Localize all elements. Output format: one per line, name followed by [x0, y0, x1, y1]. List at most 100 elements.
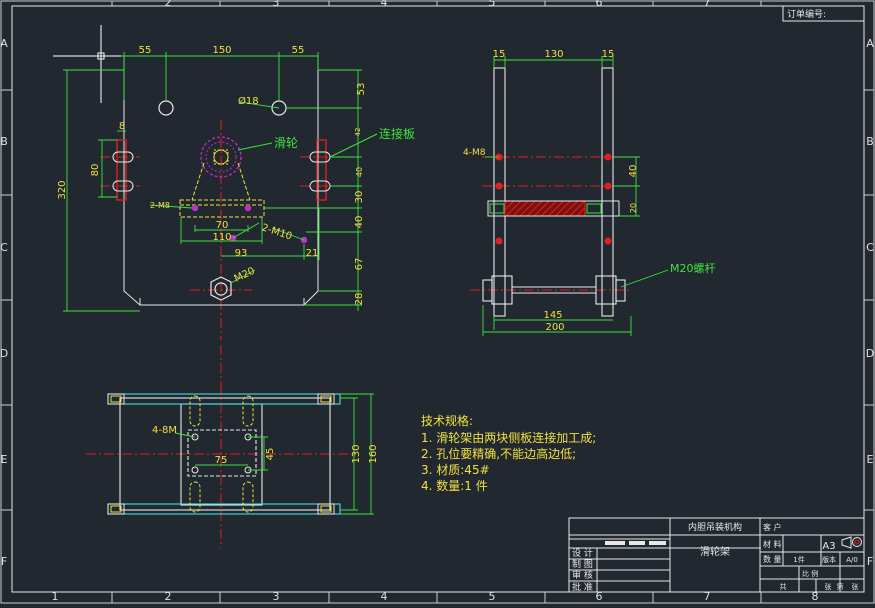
col-mark-top: 7	[704, 0, 711, 9]
top-dimensions	[174, 393, 374, 515]
col-mark: 3	[273, 590, 280, 603]
dim-top-130: 130	[351, 444, 362, 463]
top-corner-blocks	[107, 393, 335, 515]
title-product: 内胆吊装机构	[688, 521, 742, 533]
pulley-wheel	[200, 136, 242, 178]
front-view: 55 150 55 53 Ø18 8 80 42 40 30 40 67 28 …	[57, 45, 415, 385]
dim-21: 21	[306, 248, 319, 259]
dim-top-45: 45	[265, 448, 276, 461]
row-mark-right: C	[866, 241, 874, 254]
order-number-box: 订单编号:	[782, 5, 865, 22]
dim-30: 30	[354, 191, 365, 204]
title-scale-label: 比 例	[802, 569, 818, 578]
front-labels: 滑轮 连接板	[274, 126, 415, 150]
dim-67: 67	[354, 258, 365, 271]
row-mark-right: F	[867, 555, 873, 568]
dim-side-200: 200	[545, 322, 564, 333]
sign-row-design: 设 计	[572, 547, 593, 559]
title-version-value: A/0	[846, 556, 858, 564]
dim-40b: 40	[354, 216, 365, 229]
front-dimensions	[63, 52, 362, 312]
title-qty-label: 数 量	[763, 554, 782, 564]
title-block: 内胆吊装机构 客 户 材 料 A3 滑轮架 数 量 1件 版本 A/0 设 计 …	[568, 517, 865, 593]
side-dimensions	[482, 56, 669, 336]
note-item: 4. 数量:1 件	[421, 478, 488, 493]
dim-110: 110	[212, 232, 231, 243]
dim-93: 93	[235, 248, 248, 259]
col-mark: 6	[596, 590, 603, 603]
dim-320: 320	[57, 180, 68, 199]
dim-55-left: 55	[139, 45, 152, 56]
dim-side-15a: 15	[493, 49, 506, 60]
dim-70: 70	[216, 220, 229, 231]
side-dim-text: 15 130 15 4-M8 40 20 145 200	[463, 49, 639, 333]
sign-row-review: 审 核	[572, 569, 593, 581]
dim-28: 28	[354, 293, 365, 306]
sign-row-approve: 批 准	[572, 581, 593, 593]
row-mark: F	[1, 555, 7, 568]
front-holes	[158, 100, 287, 116]
dim-53: 53	[356, 83, 367, 96]
title-page-label: 第	[837, 582, 844, 591]
col-mark: 1	[52, 590, 59, 603]
dim-top-4-8m: 4-8M	[152, 425, 177, 436]
top-view: 4-8M 45 75 130 160	[86, 385, 379, 548]
top-dim-text: 4-8M 45 75 130 160	[152, 425, 379, 466]
col-mark-top: 5	[489, 0, 496, 9]
dim-40a: 40	[355, 167, 364, 177]
side-connector	[487, 200, 620, 217]
row-mark-right: A	[866, 37, 874, 50]
dim-side-4m8: 4-M8	[463, 148, 486, 158]
side-holes	[495, 153, 612, 245]
title-page-label2: 张	[852, 582, 859, 591]
dim-top-75: 75	[215, 455, 228, 466]
side-centerlines	[470, 156, 631, 291]
note-item: 2. 孔位要精确,不能边高边低;	[421, 446, 576, 461]
col-mark: 7	[704, 590, 711, 603]
top-slots	[189, 395, 254, 513]
col-mark: 2	[165, 590, 172, 603]
order-number-label: 订单编号:	[787, 8, 826, 20]
front-dim-text: 55 150 55 53 Ø18 8 80 42 40 30 40 67 28 …	[57, 45, 367, 305]
dim-2m10: 2-M10	[260, 222, 293, 242]
row-mark: A	[0, 37, 8, 50]
title-version-label: 版本	[822, 555, 836, 564]
label-pulley: 滑轮	[274, 136, 298, 150]
title-sheet-size: A3	[822, 541, 835, 552]
title-total-label: 共	[780, 582, 787, 591]
dim-side-130: 130	[544, 49, 563, 60]
label-connector-plate: 连接板	[379, 126, 415, 141]
row-mark-right: D	[866, 347, 874, 360]
note-item: 1. 滑轮架由两块侧板连接加工成;	[421, 430, 596, 445]
dim-150: 150	[212, 45, 231, 56]
title-qty-value: 1件	[793, 555, 804, 564]
dim-m20: M20	[233, 266, 257, 285]
col-mark-top: 3	[273, 0, 280, 9]
col-mark: 5	[489, 590, 496, 603]
projection-symbol	[841, 536, 862, 549]
dim-42: 42	[354, 128, 362, 137]
sign-row-draft: 制 图	[572, 558, 593, 570]
row-mark: B	[0, 135, 8, 148]
col-mark: 8	[812, 590, 819, 603]
cursor-crosshair	[53, 25, 150, 103]
title-material-label: 材 料	[763, 539, 782, 549]
row-mark: E	[1, 453, 8, 466]
row-mark-right: E	[867, 453, 874, 466]
row-mark-right: B	[866, 135, 874, 148]
dim-55-right: 55	[292, 45, 305, 56]
col-mark-top: 2	[165, 0, 172, 9]
dim-side-40: 40	[628, 165, 639, 178]
dim-80: 80	[90, 164, 101, 177]
technical-notes: 技术规格: 1. 滑轮架由两块侧板连接加工成; 2. 孔位要精确,不能边高边低;…	[421, 413, 596, 493]
col-mark-top: 4	[381, 0, 388, 9]
dim-phi18: Ø18	[238, 95, 259, 107]
side-plates	[493, 67, 614, 317]
title-part-name: 滑轮架	[700, 545, 730, 558]
front-side-plates	[116, 139, 327, 201]
